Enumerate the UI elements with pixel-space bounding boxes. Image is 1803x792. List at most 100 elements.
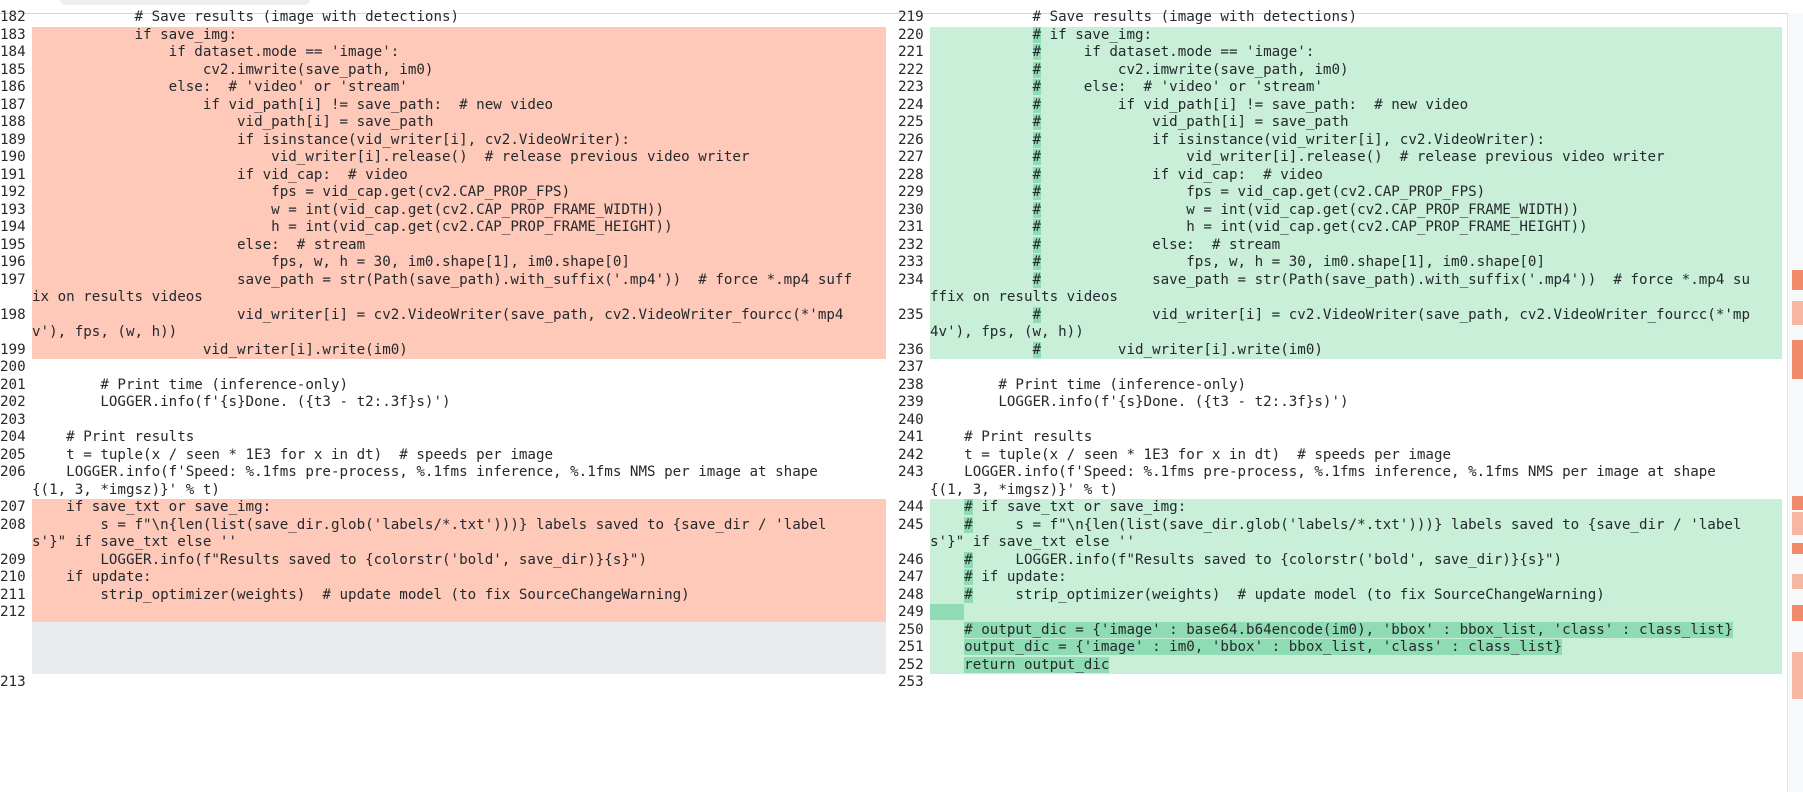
overview-change-marker[interactable]: [1792, 511, 1803, 535]
left-code-text: s = f"\n{len(list(save_dir.glob('labels/…: [32, 516, 886, 552]
toolbar-tab-hint: [60, 0, 310, 5]
overview-change-marker[interactable]: [1792, 340, 1803, 380]
left-code-text: fps = vid_cap.get(cv2.CAP_PROP_FPS): [32, 184, 886, 202]
right-diff-line: 226 # if isinstance(vid_writer[i], cv2.V…: [898, 131, 1782, 149]
right-code-text: LOGGER.info(f'{s}Done. ({t3 - t2:.3f}s)'…: [930, 394, 1349, 410]
left-diff-line: 191 if vid_cap: # video: [0, 166, 886, 184]
right-line-number: 220: [898, 26, 924, 43]
right-code-text: [930, 674, 1782, 692]
right-code-text: # fps = vid_cap.get(cv2.CAP_PROP_FPS): [930, 184, 1782, 202]
right-diff-line: 240: [898, 412, 1782, 430]
diff-overview-scrollbar[interactable]: [1787, 13, 1803, 792]
right-code-text: # LOGGER.info(f"Results saved to {colors…: [930, 551, 1782, 569]
right-code-text: # w = int(vid_cap.get(cv2.CAP_PROP_FRAME…: [930, 201, 1782, 219]
left-line-number: 182: [0, 9, 26, 25]
left-diff-line: 194 h = int(vid_cap.get(cv2.CAP_PROP_FRA…: [0, 219, 886, 237]
left-code-text: else: # 'video' or 'stream': [32, 79, 886, 97]
right-code-text: # output_dic = {'image' : base64.b64enco…: [930, 621, 1782, 639]
right-code-text: return output_dic: [930, 656, 1782, 674]
left-diff-line: 197 save_path = str(Path(save_path).with…: [0, 271, 886, 307]
right-line-number: 231: [898, 219, 924, 235]
left-line-number: 187: [0, 96, 26, 113]
right-code-text: [930, 412, 1782, 430]
left-line-number: 201: [0, 376, 26, 393]
right-diff-line: 242 t = tuple(x / seen * 1E3 for x in dt…: [898, 447, 1782, 465]
right-code-text: t = tuple(x / seen * 1E3 for x in dt) # …: [930, 446, 1452, 463]
left-diff-line: 192 fps = vid_cap.get(cv2.CAP_PROP_FPS): [0, 184, 886, 202]
overview-change-marker[interactable]: [1792, 270, 1803, 290]
overview-change-marker[interactable]: [1792, 605, 1803, 621]
right-diff-line: 225 # vid_path[i] = save_path: [898, 114, 1782, 132]
left-diff-line: 188 vid_path[i] = save_path: [0, 114, 886, 132]
left-diff-line: 199 vid_writer[i].write(im0): [0, 341, 886, 359]
right-diff-line: 249: [898, 604, 1782, 622]
left-line-number: 211: [0, 586, 26, 603]
left-line-number: 213: [0, 674, 26, 690]
left-diff-line: 183 if save_img:: [0, 26, 886, 44]
right-line-number: 234: [898, 271, 924, 288]
right-diff-line: 224 # if vid_path[i] != save_path: # new…: [898, 96, 1782, 114]
overview-change-marker[interactable]: [1792, 542, 1803, 555]
right-diff-line: 239 LOGGER.info(f'{s}Done. ({t3 - t2:.3f…: [898, 394, 1782, 412]
right-diff-line: 238 # Print time (inference-only): [898, 377, 1782, 395]
left-diff-line: 198 vid_writer[i] = cv2.VideoWriter(save…: [0, 306, 886, 342]
right-code-text: # if update:: [930, 569, 1782, 587]
right-code-text: [930, 359, 1782, 377]
right-code-text: # strip_optimizer(weights) # update mode…: [930, 586, 1782, 604]
right-line-number: 225: [898, 114, 924, 130]
left-line-number: 199: [0, 341, 26, 358]
overview-change-marker[interactable]: [1792, 495, 1803, 510]
left-code-text: cv2.imwrite(save_path, im0): [32, 61, 886, 79]
right-code-text: # h = int(vid_cap.get(cv2.CAP_PROP_FRAME…: [930, 219, 1782, 237]
right-code-text: # Save results (image with detections): [930, 9, 1358, 25]
overview-change-marker[interactable]: [1792, 651, 1803, 699]
top-toolbar-strip: [0, 0, 1803, 14]
right-diff-line: 220 # if save_img:: [898, 26, 1782, 44]
right-code-text: # save_path = str(Path(save_path).with_s…: [930, 271, 1782, 307]
left-line-number: 196: [0, 254, 26, 270]
right-code-text: # Print time (inference-only): [930, 376, 1247, 393]
left-line-number: 209: [0, 551, 26, 568]
left-line-number: 191: [0, 166, 26, 183]
diff-pane-right[interactable]: 219 # Save results (image with detection…: [898, 9, 1788, 792]
left-diff-line: 204 # Print results: [0, 429, 886, 447]
left-diff-line: 213: [0, 674, 886, 692]
right-code-text: # if save_txt or save_img:: [930, 499, 1782, 517]
right-line-number: 228: [898, 166, 924, 183]
left-diff-line: 206 LOGGER.info(f'Speed: %.1fms pre-proc…: [0, 464, 886, 499]
right-line-number: 219: [898, 9, 924, 25]
overview-change-marker[interactable]: [1792, 573, 1803, 590]
left-line-number: 198: [0, 306, 26, 323]
left-line-number: 184: [0, 44, 26, 60]
right-line-number: 237: [898, 359, 924, 375]
left-diff-line: 202 LOGGER.info(f'{s}Done. ({t3 - t2:.3f…: [0, 394, 886, 412]
left-code-text: else: # stream: [32, 236, 886, 254]
right-diff-line: 228 # if vid_cap: # video: [898, 166, 1782, 184]
right-code-text: # vid_writer[i].write(im0): [930, 341, 1782, 359]
left-diff-line: 205 t = tuple(x / seen * 1E3 for x in dt…: [0, 447, 886, 465]
right-line-number: 238: [898, 376, 924, 393]
right-code-text: # s = f"\n{len(list(save_dir.glob('label…: [930, 516, 1782, 552]
left-diff-line: 200: [0, 359, 886, 377]
right-line-number: 248: [898, 586, 924, 603]
right-line-number: 240: [898, 411, 924, 428]
left-diff-line: 196 fps, w, h = 30, im0.shape[1], im0.sh…: [0, 254, 886, 272]
diff-pane-left[interactable]: 182 # Save results (image with detection…: [0, 9, 898, 792]
left-code-text: [32, 621, 886, 674]
left-code-text: save_path = str(Path(save_path).with_suf…: [32, 271, 886, 307]
left-diff-line: 209 LOGGER.info(f"Results saved to {colo…: [0, 551, 886, 569]
right-code-text: # if isinstance(vid_writer[i], cv2.Video…: [930, 131, 1782, 149]
right-diff-line: 222 # cv2.imwrite(save_path, im0): [898, 61, 1782, 79]
left-code-text: [32, 359, 886, 377]
left-line-number: 204: [0, 429, 26, 445]
right-line-number: 244: [898, 499, 924, 515]
left-diff-line: 184 if dataset.mode == 'image':: [0, 44, 886, 62]
overview-change-marker[interactable]: [1792, 301, 1803, 325]
right-line-number: 224: [898, 96, 924, 113]
left-diff-line: 190 vid_writer[i].release() # release pr…: [0, 149, 886, 167]
right-diff-line: 241 # Print results: [898, 429, 1782, 447]
left-diff-line: 203: [0, 412, 886, 430]
right-code-text: output_dic = {'image' : im0, 'bbox' : bb…: [930, 639, 1782, 657]
right-diff-line: 227 # vid_writer[i].release() # release …: [898, 149, 1782, 167]
diff-pane-left-lines: 182 # Save results (image with detection…: [0, 9, 898, 792]
